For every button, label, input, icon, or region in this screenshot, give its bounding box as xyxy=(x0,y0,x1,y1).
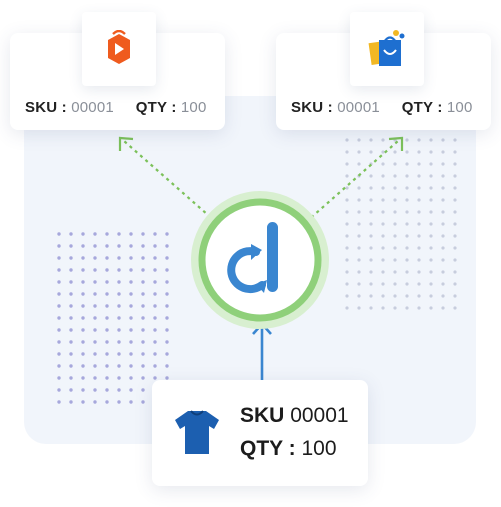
right-qty-label: QTY : xyxy=(401,99,443,116)
right-qty-value: 100 xyxy=(446,99,473,116)
hub-logo xyxy=(191,191,329,329)
dot-grid-left xyxy=(55,230,173,410)
product-qty-line: QTY : 100 xyxy=(240,437,337,461)
left-sku-label: SKU : xyxy=(25,99,67,116)
dot-grid-right xyxy=(343,136,461,316)
orange-shopping-bag-logo-icon xyxy=(108,30,130,64)
arrowhead-right xyxy=(388,136,404,151)
blue-yellow-shopping-bags-logo-icon xyxy=(368,30,405,66)
right-sku-value: 00001 xyxy=(337,99,380,116)
left-store-logo-card xyxy=(82,12,156,86)
arrowhead-left xyxy=(118,136,134,151)
d-sync-logo-icon xyxy=(227,222,278,294)
left-sku-value: 00001 xyxy=(71,99,114,116)
right-sku-label: SKU : xyxy=(291,99,333,116)
left-qty-value: 100 xyxy=(180,99,207,116)
right-store-logo-card xyxy=(350,12,424,86)
product-sku-line: SKU 00001 xyxy=(240,404,349,428)
blue-tshirt-icon xyxy=(175,410,219,454)
left-qty-label: QTY : xyxy=(135,99,177,116)
right-store-stats: SKU : 00001 QTY : 100 xyxy=(291,99,473,116)
product-sku-label: SKU xyxy=(240,404,285,427)
left-store-stats: SKU : 00001 QTY : 100 xyxy=(25,99,207,116)
product-qty-label: QTY : xyxy=(240,437,296,460)
product-sku-value: 00001 xyxy=(290,404,349,427)
product-qty-value: 100 xyxy=(301,437,337,460)
